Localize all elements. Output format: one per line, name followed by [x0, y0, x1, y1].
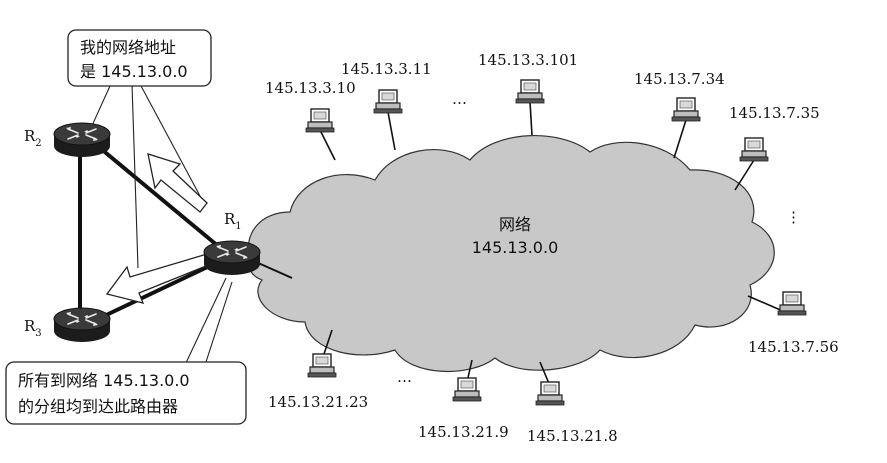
router-r2-label: R2	[24, 127, 42, 149]
callout-top-line1: 我的网络地址	[80, 38, 176, 57]
link-r2-r1	[98, 146, 220, 248]
host-icon	[305, 108, 335, 133]
host-label: 145.13.7.35	[729, 104, 820, 122]
callout-bottom-line1: 所有到网络 145.13.0.0	[18, 371, 190, 390]
host-icon	[535, 381, 565, 406]
callout-bottom-line2: 的分组均到达此路由器	[18, 397, 178, 416]
host-icon	[307, 353, 337, 378]
callout-top: 我的网络地址 是 145.13.0.0	[67, 29, 212, 87]
host-icon	[671, 97, 701, 122]
host-icon	[515, 79, 545, 104]
host-label: 145.13.3.10	[265, 79, 356, 97]
arrow-to-r2	[147, 153, 208, 213]
router-links	[78, 140, 220, 324]
link-h1	[319, 129, 336, 161]
host-icon	[373, 89, 403, 114]
host-icon	[777, 291, 807, 316]
host-label: 145.13.21.9	[418, 423, 509, 441]
router-r3-label: R3	[24, 317, 42, 339]
advertise-arrows	[105, 153, 212, 304]
arrow-to-r3	[105, 253, 212, 304]
link-h3	[529, 101, 533, 136]
host-label: 145.13.21.23	[268, 393, 368, 411]
link-h5	[734, 159, 755, 191]
host-label: 145.13.21.8	[527, 427, 618, 445]
callout-top-line2: 是 145.13.0.0	[80, 62, 188, 81]
router-r1	[203, 240, 261, 276]
host-label: 145.13.3.101	[478, 51, 578, 69]
link-r1-cloud	[255, 261, 293, 279]
link-h2	[387, 111, 396, 151]
router-r3	[53, 307, 111, 343]
ellipsis-top: …	[452, 90, 467, 108]
host-icon	[739, 137, 769, 162]
link-r3-r1	[98, 260, 220, 320]
network-name: 网络	[499, 215, 531, 234]
host-label: 145.13.3.11	[341, 60, 432, 78]
router-r1-label: R1	[224, 210, 242, 232]
host-label: 145.13.7.34	[634, 70, 725, 88]
ellipsis-bottom: …	[397, 368, 412, 386]
host-icon	[452, 377, 482, 402]
callout-pointers	[89, 83, 233, 366]
ellipsis-right: ⋮	[786, 208, 801, 226]
network-cloud	[247, 135, 775, 372]
host-label: 145.13.7.56	[748, 338, 839, 356]
link-h4	[673, 119, 687, 159]
callout-bottom: 所有到网络 145.13.0.0 的分组均到达此路由器	[5, 361, 247, 425]
link-h6	[747, 295, 786, 313]
router-r2	[53, 122, 111, 158]
network-address: 145.13.0.0	[472, 238, 559, 257]
